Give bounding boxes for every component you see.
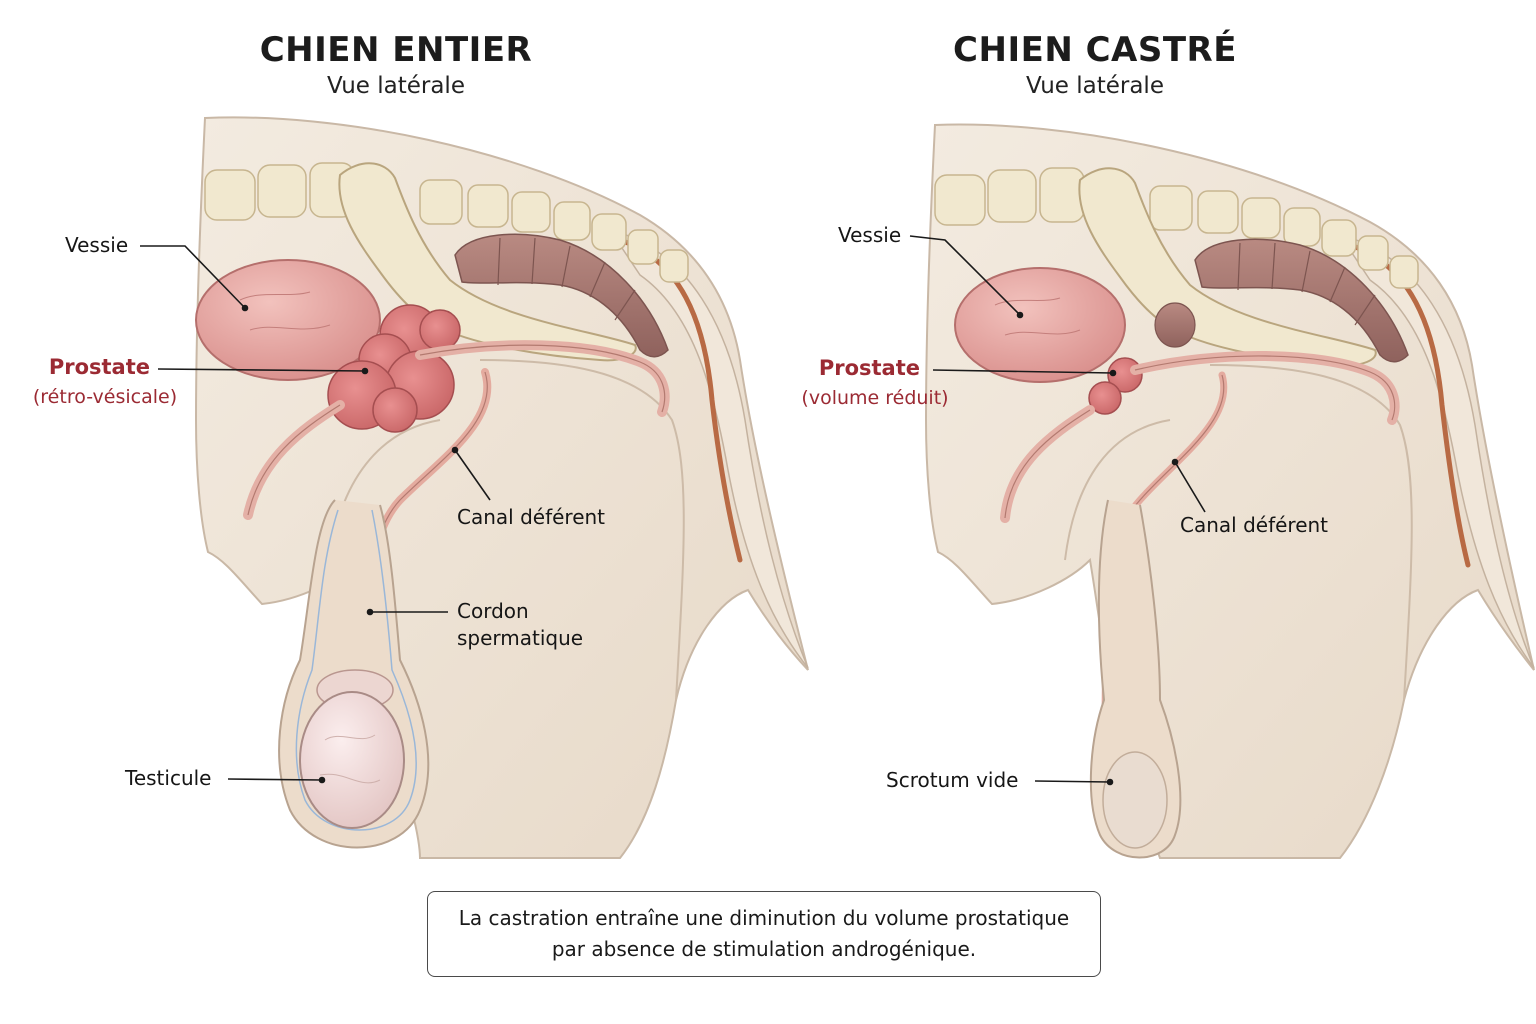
- left-label-testicle: Testicule: [125, 766, 212, 790]
- left-label-spermatic-cord-1: Cordon: [457, 599, 529, 623]
- right-panel-title: CHIEN CASTRÉ: [953, 30, 1237, 70]
- left-colon: [454, 233, 669, 358]
- right-bladder: [954, 267, 1126, 383]
- right-leader-lines: [909, 235, 1206, 786]
- right-pelvis: [1078, 167, 1377, 367]
- left-prostate: [327, 304, 461, 433]
- right-panel-subtitle: Vue latérale: [1026, 73, 1164, 99]
- right-body-silhouette: [924, 123, 1535, 859]
- left-label-bladder: Vessie: [65, 233, 129, 257]
- caption-line-1: La castration entraîne une diminution du…: [458, 906, 1070, 930]
- caption-box: La castration entraîne une diminution du…: [427, 891, 1101, 977]
- right-spine: [934, 167, 1419, 289]
- left-leader-lines: [140, 245, 491, 784]
- right-label-bladder: Vessie: [838, 223, 902, 247]
- left-label-prostate-note: (rétro-vésicale): [32, 386, 178, 408]
- right-label-vas-deferens: Canal déférent: [1180, 513, 1329, 537]
- right-colon: [1194, 238, 1409, 363]
- right-label-scrotum: Scrotum vide: [886, 768, 1019, 792]
- left-label-vas-deferens: Canal déférent: [457, 505, 606, 529]
- caption-line-2: par absence de stimulation androgénique.: [551, 937, 977, 961]
- left-label-spermatic-cord-2: spermatique: [457, 626, 584, 650]
- left-panel-subtitle: Vue latérale: [327, 73, 465, 99]
- left-testicle: [299, 691, 405, 829]
- right-label-prostate-note: (volume réduit): [801, 387, 949, 409]
- left-anatomy: [194, 116, 809, 859]
- right-label-prostate: Prostate: [818, 356, 920, 380]
- right-anatomy: [924, 123, 1535, 859]
- left-panel-title: CHIEN ENTIER: [259, 30, 533, 70]
- left-bladder: [195, 259, 381, 381]
- right-tail: [1338, 233, 1535, 669]
- left-label-prostate: Prostate: [48, 355, 150, 379]
